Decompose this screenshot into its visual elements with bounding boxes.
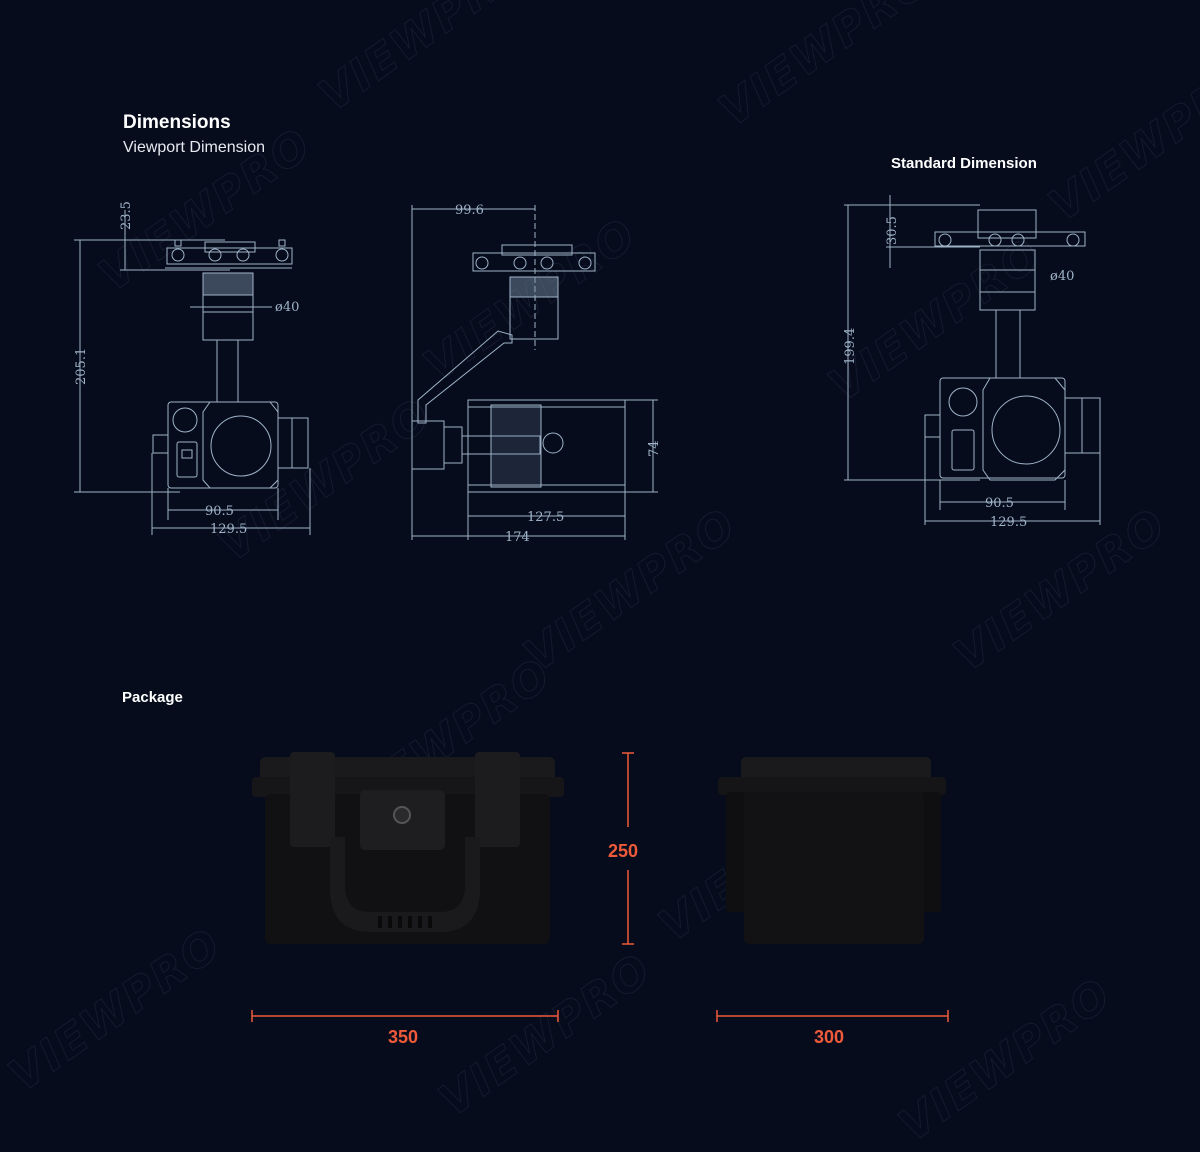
package-depth-label: 300	[814, 1027, 845, 1047]
section-title: Dimensions	[123, 112, 231, 133]
package-height-label: 250	[608, 841, 639, 861]
watermark: VIEWPRO	[430, 943, 662, 1127]
dim-diameter: ø40	[275, 300, 299, 315]
dim-body-length: 127.5	[527, 510, 564, 525]
dim-height: 199.4	[843, 328, 858, 365]
watermark: VIEWPRO	[890, 968, 1122, 1152]
section-subtitle: Viewport Dimension	[123, 139, 265, 156]
depth-dimension-line	[716, 1010, 949, 1022]
dim-height: 205.1	[74, 348, 89, 385]
watermark: VIEWPRO	[0, 918, 232, 1102]
dim-inner-width: 90.5	[205, 504, 234, 519]
viewport-side-drawing: 99.6 127.5 174 74	[411, 203, 662, 545]
viewport-front-drawing: 90.5 129.5 ø40 205.1 23.5	[74, 201, 311, 537]
case-side-image	[718, 757, 946, 944]
dim-arm-offset: 99.6	[455, 203, 484, 218]
dim-top-offset: 30.5	[885, 216, 900, 245]
package-title: Package	[122, 689, 183, 706]
dim-body-height: 74	[647, 440, 662, 457]
width-dimension-line	[251, 1010, 559, 1022]
height-dimension-line	[622, 752, 634, 945]
standard-front-drawing: 90.5 129.5 ø40 199.4 30.5	[843, 195, 1101, 530]
dim-inner-width: 90.5	[985, 496, 1014, 511]
watermark: VIEWPRO	[310, 0, 542, 122]
package-width-label: 350	[388, 1027, 419, 1047]
dim-outer-width: 129.5	[990, 515, 1027, 530]
dim-outer-width: 129.5	[210, 522, 247, 537]
standard-dimension-title: Standard Dimension	[891, 155, 1037, 172]
dim-diameter: ø40	[1050, 269, 1074, 284]
dim-total-length: 174	[505, 530, 530, 545]
watermark: VIEWPRO	[710, 0, 942, 137]
case-front-image	[252, 752, 564, 944]
dim-top-offset: 23.5	[119, 201, 134, 230]
